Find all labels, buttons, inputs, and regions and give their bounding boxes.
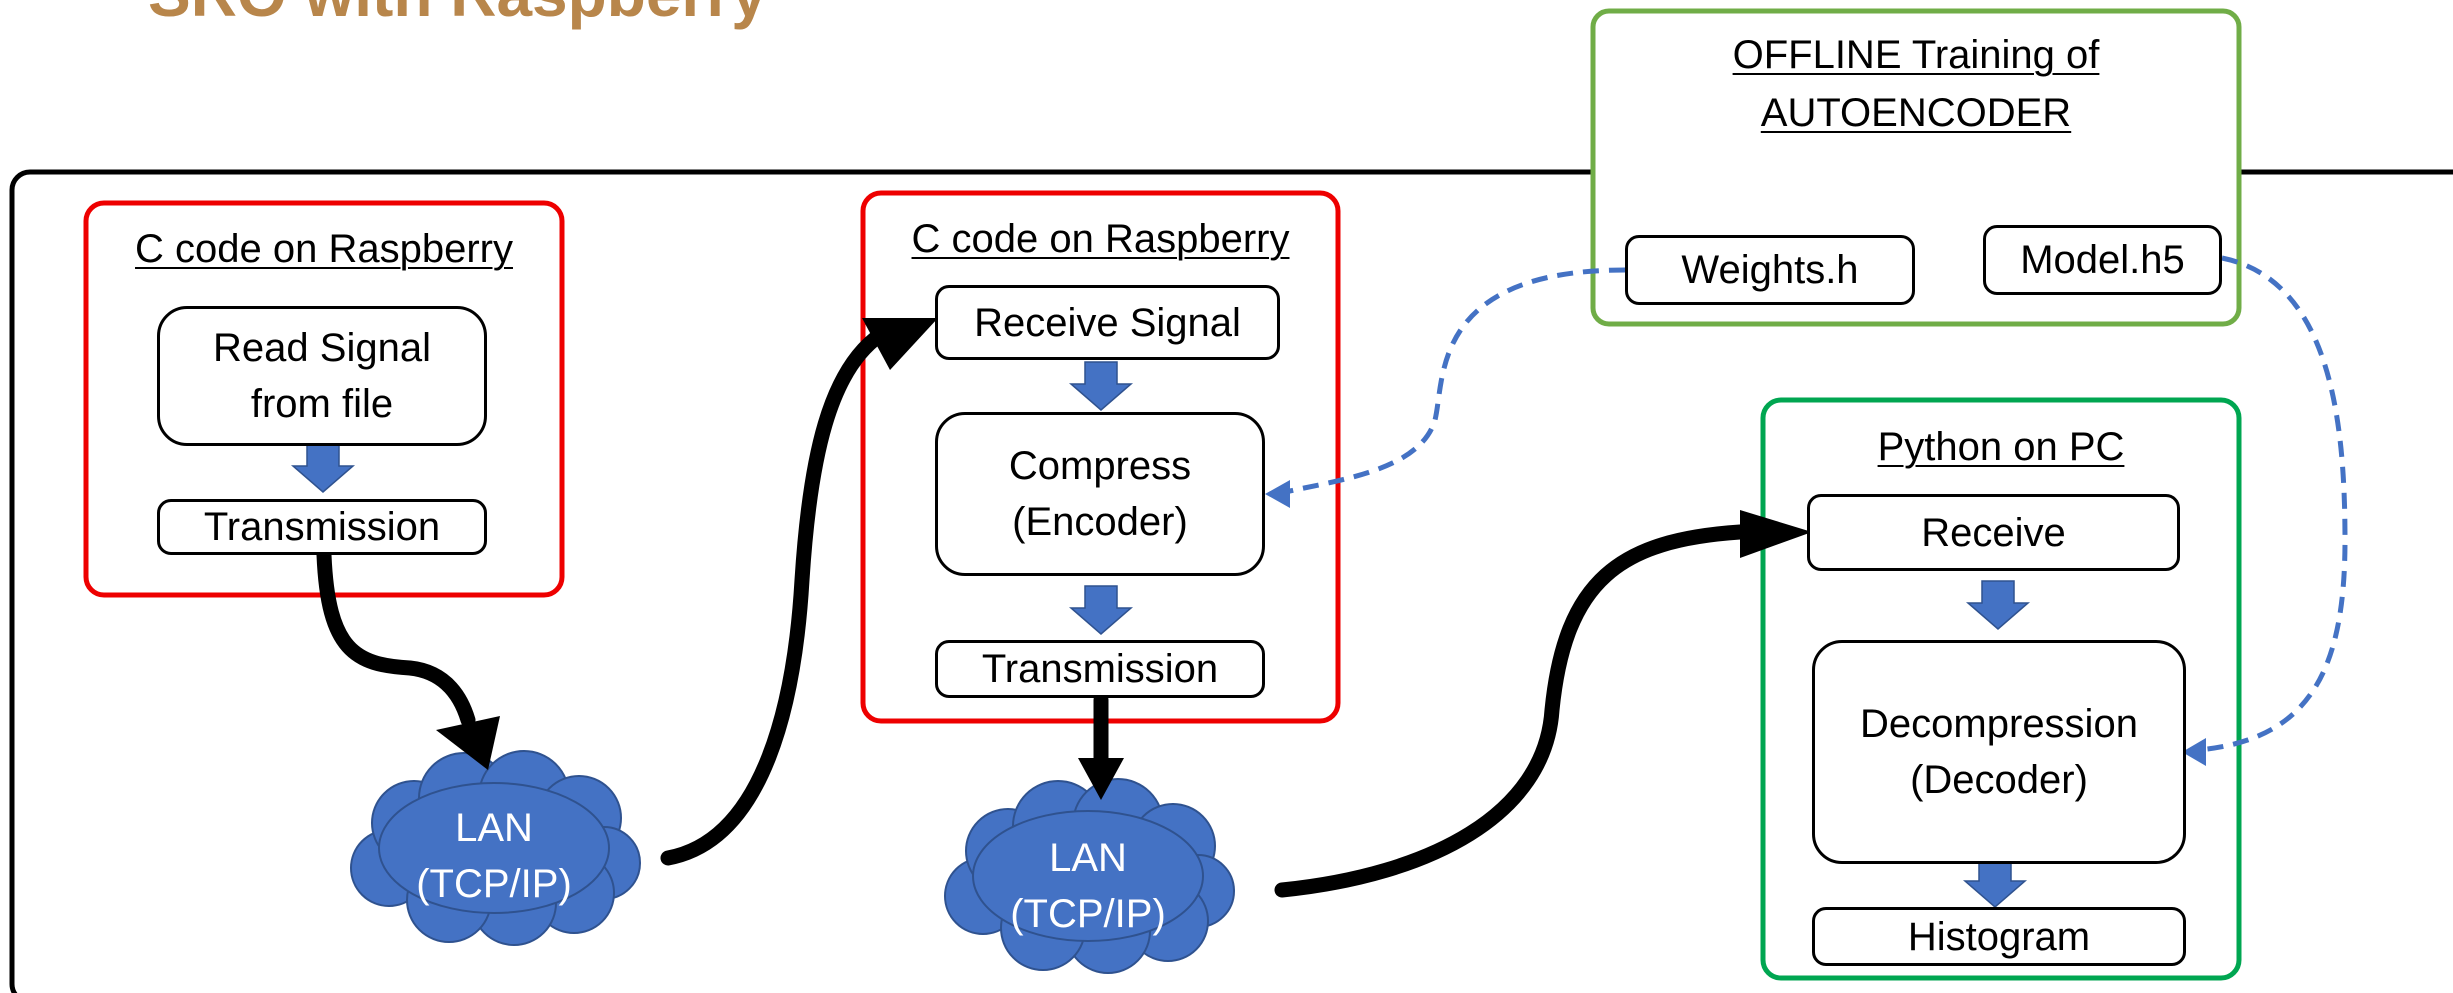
page-title: SRO with Raspberry [148,0,767,26]
sender-transmission-node: Transmission [157,499,487,555]
lan-cloud-1-label: LAN (TCP/IP) [416,806,572,906]
relay-heading: C code on Raspberry [911,217,1290,261]
arrowhead-decoder [2182,738,2206,766]
histogram-node: Histogram [1812,907,2186,966]
pc-heading: Python on PC [1877,425,2125,469]
model-to-decoder-link [2197,255,2348,753]
compress-encoder-node: Compress (Encoder) [935,412,1265,576]
system-panel [9,169,2453,993]
read-signal-node: Read Signal from file [157,306,487,446]
sender-heading: C code on Raspberry [135,227,513,271]
arrowhead-encoder [1265,480,1290,508]
arrowhead-lan2 [1078,758,1124,800]
pc-receive-node: Receive [1807,494,2180,571]
lan-cloud-2-label: LAN (TCP/IP) [1010,836,1166,936]
arrowhead-relay-receive [862,318,938,370]
model-file-node: Model.h5 [1983,225,2222,295]
offline-heading: OFFLINE Training of AUTOENCODER [1732,33,2100,135]
relay-transmission-node: Transmission [935,640,1265,698]
arrowhead-pc-receive [1740,510,1812,558]
receive-signal-node: Receive Signal [935,285,1280,360]
decompression-decoder-node: Decompression (Decoder) [1812,640,2186,864]
link-lan1-to-relay [660,327,888,866]
link-lan2-to-pc [1274,524,1748,898]
weights-file-node: Weights.h [1625,235,1915,305]
weights-to-encoder-link [1284,267,1626,495]
link-transmit-to-lan1 [316,547,476,728]
arrowhead-lan1 [436,716,500,770]
